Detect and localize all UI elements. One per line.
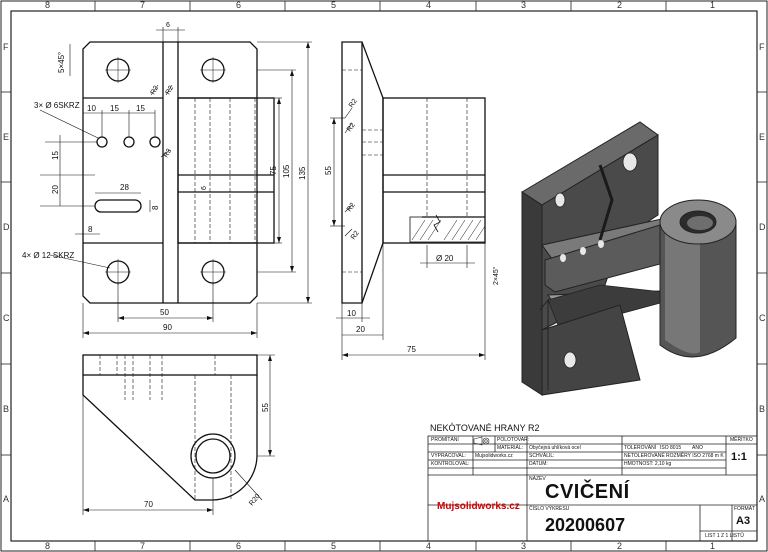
side-dimension-text: R2 R2 R2 R2 55 Ø 20 2×45° 10 20 75 — [324, 98, 500, 354]
zone-col-7-bottom: 7 — [140, 541, 146, 551]
scale-value: 1:1 — [731, 451, 747, 463]
date-label: DATUM: — [529, 461, 548, 467]
front-dimension-text: 5×45° 6 3× Ø 6SKRZ 10 15 15 15 20 28 8 8… — [22, 22, 307, 332]
dim-six: 6 — [201, 186, 208, 190]
zone-col-2: 2 — [617, 0, 623, 10]
scale-label: MĚŘÍTKO — [730, 437, 753, 443]
material-value: Obyčejná uhlíková ocel — [529, 445, 581, 451]
checked-label: KONTROLOVAL: — [431, 461, 470, 467]
approved-label: SCHVÁLIL: — [529, 453, 555, 459]
zone-row-f-right: F — [759, 42, 765, 52]
zone-col-5-bottom: 5 — [331, 541, 337, 551]
zone-row-a: A — [3, 494, 10, 504]
tolerancing-yes: ANO — [692, 445, 703, 451]
dim-side-dia20: Ø 20 — [436, 254, 454, 263]
dim-slot8: 8 — [151, 205, 160, 210]
dim-v20: 20 — [51, 185, 60, 194]
zone-col-4-bottom: 4 — [426, 541, 432, 551]
dim-h90: 90 — [163, 323, 172, 332]
dim-r2a: R2 — [150, 85, 161, 96]
zone-row-e-right: E — [759, 132, 766, 142]
dim-top-gap: 6 — [166, 22, 170, 29]
drawing-name: CVIČENÍ — [545, 481, 630, 503]
dim-v105: 105 — [282, 164, 291, 178]
dim-bottom-v55: 55 — [261, 403, 270, 412]
blank-label: POLOTOVAR: — [497, 437, 530, 443]
dim-holes3: 3× Ø 6SKRZ — [34, 101, 80, 110]
dim-v135: 135 — [298, 166, 307, 180]
sheet-count: LIST 1 Z 1 LISTŮ — [705, 533, 744, 539]
dim-holes4: 4× Ø 12 SKRZ — [22, 251, 74, 260]
zone-col-4: 4 — [426, 0, 432, 10]
projection-label: PROMÍTÁNÍ — [431, 437, 459, 443]
dim-chamfer: 5×45° — [57, 52, 66, 73]
dim-side-r2d: R2 — [350, 230, 361, 241]
zone-col-1-bottom: 1 — [710, 541, 716, 551]
zone-row-e: E — [3, 132, 10, 142]
format-label: FORMÁT — [734, 506, 756, 512]
dim-bottom-h70: 70 — [144, 500, 153, 509]
drawn-by-value: Mujsolidworks.cz — [475, 453, 513, 459]
zone-col-7: 7 — [140, 0, 146, 10]
drawn-by-label: VYPRACOVAL: — [431, 453, 466, 459]
untoleranced-dims: NETOLEROVANÉ ROZMĚRY ISO 2768 m K — [624, 453, 724, 459]
zone-row-d-right: D — [759, 222, 766, 232]
material-label: MATERIÁL: — [497, 445, 524, 451]
isometric-view — [521, 121, 737, 396]
zone-row-c-right: C — [759, 313, 766, 323]
bottom-view — [82, 354, 258, 501]
zone-col-6-bottom: 6 — [236, 541, 242, 551]
zone-col-8: 8 — [45, 0, 51, 10]
zone-col-3-bottom: 3 — [521, 541, 527, 551]
dim-side-chamfer2: 2×45° — [492, 266, 500, 285]
tolerancing-label: TOLEROVÁNÍ — [624, 445, 657, 451]
dim-side-r2c: R2 — [346, 202, 357, 213]
drawing-number-label: ČÍSLO VÝKRESU — [529, 506, 570, 512]
dim-h15a: 15 — [110, 104, 119, 113]
dim-r3: R3 — [163, 148, 174, 159]
mass-label: HMOTNOST: 2,10 kg — [624, 461, 672, 467]
dim-v75: 75 — [269, 166, 278, 175]
title-block-grid — [427, 435, 758, 542]
zone-row-d: D — [3, 222, 10, 232]
drawing-number: 20200607 — [545, 515, 626, 535]
zone-row-a-right: A — [759, 494, 766, 504]
zone-col-1: 1 — [710, 0, 716, 10]
tolerancing-value: ISO 8015 — [660, 445, 682, 451]
zone-row-f: F — [3, 42, 9, 52]
zone-row-b-right: B — [759, 404, 766, 414]
dim-side-h10: 10 — [347, 309, 356, 318]
projection-symbol — [473, 436, 490, 446]
dim-h15b: 15 — [136, 104, 145, 113]
dim-h50: 50 — [160, 308, 169, 317]
zone-col-3: 3 — [521, 0, 527, 10]
dim-side-r2b: R2 — [346, 122, 357, 133]
dim-v15: 15 — [51, 151, 60, 160]
name-label: NÁZEV — [529, 476, 546, 482]
dim-d8: 8 — [88, 225, 93, 234]
dim-side-r2a: R2 — [348, 98, 359, 109]
dim-side-h75: 75 — [407, 345, 416, 354]
zone-col-5: 5 — [331, 0, 337, 10]
zone-row-c: C — [3, 313, 10, 323]
dim-slot28: 28 — [120, 183, 129, 192]
zone-row-b: B — [3, 404, 10, 414]
zone-col-2-bottom: 2 — [617, 541, 623, 551]
dim-side-v55: 55 — [324, 166, 333, 175]
dim-h10: 10 — [87, 104, 96, 113]
dim-side-h20: 20 — [356, 325, 365, 334]
brand-logo-text: Mujsolidworks.cz — [437, 501, 520, 512]
format-value: A3 — [736, 515, 751, 527]
untoleranced-edges-note: NEKÓTOVANÉ HRANY R2 — [430, 423, 540, 433]
dim-r2b: R2 — [165, 85, 176, 96]
zone-col-6: 6 — [236, 0, 242, 10]
zone-col-8-bottom: 8 — [45, 541, 51, 551]
